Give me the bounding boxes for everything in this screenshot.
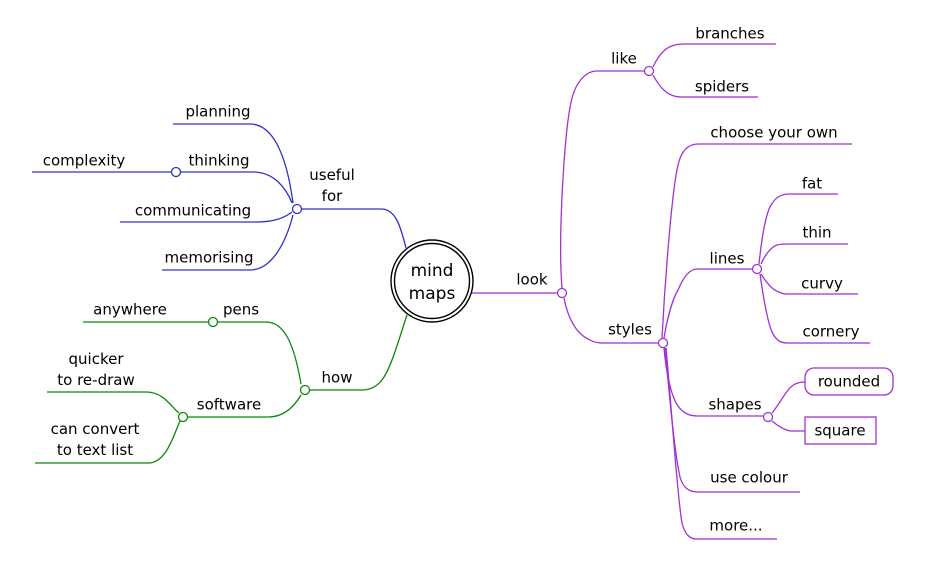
- edge-lines: [663, 268, 752, 339]
- node-choose-your-own[interactable]: choose your own: [710, 123, 838, 142]
- edge-use-colour: [664, 347, 800, 493]
- node-curvy[interactable]: curvy: [801, 274, 843, 293]
- rounded-node-box: [804, 367, 894, 396]
- edge-spiders: [652, 74, 758, 98]
- junction-how[interactable]: [299, 384, 311, 396]
- node-can-convert-to-text-list[interactable]: can convert to text list: [50, 420, 140, 459]
- edge-like: [560, 70, 644, 289]
- center-inner-ring: [393, 242, 471, 320]
- node-pens[interactable]: pens: [222, 300, 260, 319]
- center-outer-ring: [390, 239, 474, 323]
- edge-branches: [652, 43, 776, 68]
- node-complexity[interactable]: complexity: [42, 151, 126, 170]
- junction-lines[interactable]: [751, 263, 763, 275]
- node-styles[interactable]: styles: [608, 320, 652, 339]
- junction-like[interactable]: [643, 65, 655, 77]
- node-how[interactable]: how: [321, 368, 353, 387]
- node-more[interactable]: more...: [709, 516, 763, 535]
- node-communicating[interactable]: communicating: [134, 201, 252, 220]
- edge-useful-for-main: [302, 208, 407, 249]
- junction-pens[interactable]: [207, 316, 219, 328]
- edge-thin: [760, 243, 848, 265]
- node-lines[interactable]: lines: [709, 249, 745, 268]
- node-quicker-to-redraw[interactable]: quicker to re-draw: [57, 350, 135, 389]
- edge-square: [771, 420, 805, 432]
- edge-curvy: [760, 273, 858, 295]
- branch-look-edges: [471, 43, 894, 540]
- junction-styles[interactable]: [657, 337, 669, 349]
- node-software[interactable]: software: [196, 395, 262, 414]
- node-use-colour[interactable]: use colour: [710, 468, 788, 487]
- edge-quicker: [47, 391, 180, 414]
- junction-thinking[interactable]: [170, 166, 182, 178]
- node-square[interactable]: square: [814, 421, 866, 440]
- node-like[interactable]: like: [611, 49, 637, 68]
- edge-memorising: [162, 214, 294, 271]
- junction-software[interactable]: [177, 411, 189, 423]
- node-planning[interactable]: planning: [185, 102, 251, 121]
- edge-how-main: [310, 314, 408, 391]
- node-rounded[interactable]: rounded: [817, 372, 881, 391]
- edge-choose-your-own: [661, 143, 852, 339]
- branch-useful-for-edges: [32, 123, 407, 271]
- branch-how-edges: [35, 314, 408, 464]
- node-look[interactable]: look: [516, 270, 548, 289]
- edge-software: [188, 394, 302, 418]
- edge-cornery: [759, 273, 870, 344]
- edge-styles: [563, 297, 658, 344]
- edge-convert: [35, 420, 181, 464]
- node-memorising[interactable]: memorising: [164, 248, 254, 267]
- node-spiders[interactable]: spiders: [694, 77, 750, 96]
- node-useful-for[interactable]: useful for: [309, 166, 355, 205]
- junction-look[interactable]: [556, 287, 568, 299]
- node-fat[interactable]: fat: [801, 174, 823, 193]
- node-thinking[interactable]: thinking: [188, 151, 250, 170]
- center-node-rings: [390, 239, 474, 323]
- edge-communicating: [120, 211, 293, 223]
- edge-rounded: [771, 381, 806, 414]
- edge-thinking: [181, 171, 293, 204]
- node-thin[interactable]: thin: [802, 223, 832, 242]
- node-shapes[interactable]: shapes: [708, 395, 762, 414]
- node-cornery[interactable]: cornery: [802, 322, 860, 341]
- node-anywhere[interactable]: anywhere: [93, 300, 167, 319]
- node-branches[interactable]: branches: [695, 24, 765, 43]
- node-root[interactable]: mind maps: [408, 261, 456, 304]
- edge-pens: [218, 321, 302, 385]
- square-node-box: [804, 416, 877, 445]
- edge-fat: [758, 193, 838, 265]
- junction-useful-for[interactable]: [291, 203, 303, 215]
- edge-planning: [173, 123, 294, 204]
- edge-more: [665, 347, 777, 540]
- junction-shapes[interactable]: [762, 411, 774, 423]
